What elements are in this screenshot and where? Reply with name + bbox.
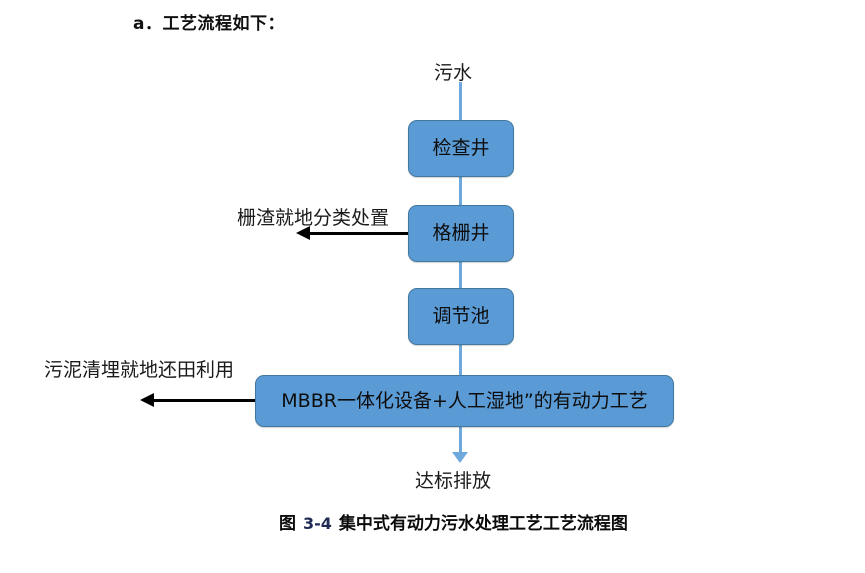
figure-caption-prefix: 图 bbox=[279, 514, 296, 534]
figure-caption: 图 3-4 集中式有动力污水处理工艺工艺流程图 bbox=[279, 509, 628, 534]
side-arrow-sludge bbox=[150, 399, 255, 402]
connector-influent-to-inspection-well bbox=[459, 82, 462, 120]
arrow-down-icon bbox=[452, 452, 468, 463]
connector-grate-well-to-regulating-tank bbox=[459, 262, 462, 288]
influent-label: 污水 bbox=[434, 62, 473, 84]
arrow-left-icon-sludge bbox=[140, 393, 154, 407]
figure-caption-number: 3-4 bbox=[303, 514, 332, 533]
process-node-regulating-tank: 调节池 bbox=[408, 288, 514, 345]
process-node-main-process: MBBR一体化设备+人工湿地”的有动力工艺 bbox=[255, 375, 674, 427]
connector-inspection-well-to-grate-well bbox=[459, 177, 462, 205]
connector-regulating-tank-to-main-process bbox=[459, 345, 462, 375]
connector-main-process-to-effluent bbox=[459, 427, 462, 455]
page-heading: a．工艺流程如下： bbox=[133, 14, 285, 34]
effluent-label: 达标排放 bbox=[415, 470, 492, 492]
side-output-label-screenings: 栅渣就地分类处置 bbox=[237, 207, 390, 229]
figure-caption-text: 集中式有动力污水处理工艺工艺流程图 bbox=[338, 514, 628, 534]
side-arrow-screenings bbox=[306, 232, 408, 235]
process-node-grate-well: 格栅井 bbox=[408, 205, 514, 262]
arrow-left-icon-screenings bbox=[296, 226, 310, 240]
side-output-label-sludge: 污泥清埋就地还田利用 bbox=[44, 359, 235, 381]
process-node-inspection-well: 检查井 bbox=[408, 120, 514, 177]
